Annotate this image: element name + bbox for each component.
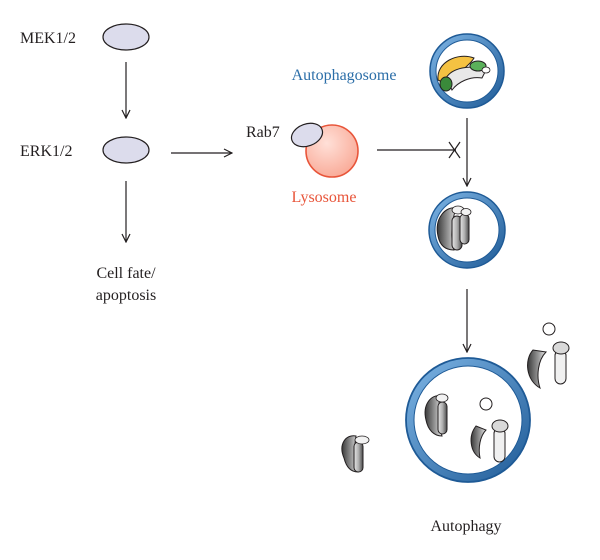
rab7-node — [290, 122, 324, 148]
degraded-vesicle-dot — [479, 397, 493, 411]
apoptosis-label: apoptosis — [96, 287, 156, 304]
autophagosome-label: Autophagosome — [292, 67, 397, 84]
free-cargo-left — [341, 435, 370, 473]
blocked-fusion-x-2 — [448, 141, 461, 159]
mek-node — [102, 23, 150, 51]
rab7-label: Rab7 — [246, 124, 280, 141]
degraded-cargo-1-icon — [424, 393, 449, 437]
erk-label: ERK1/2 — [20, 143, 72, 160]
autophagosome-top — [429, 33, 505, 109]
autophagosome-middle — [428, 191, 506, 269]
autolysosome — [405, 357, 531, 483]
lysosome-label: Lysosome — [292, 189, 357, 206]
degraded-cargo-2-icon — [470, 419, 509, 463]
mek-label: MEK1/2 — [20, 30, 76, 47]
free-cargo-right — [527, 322, 570, 390]
cell-fate-label: Cell fate/ — [96, 265, 156, 282]
autophagy-label: Autophagy — [430, 518, 501, 535]
cargo-colored-icon — [437, 55, 491, 92]
erk-node — [102, 136, 150, 164]
cargo-gray-icon — [436, 205, 472, 251]
